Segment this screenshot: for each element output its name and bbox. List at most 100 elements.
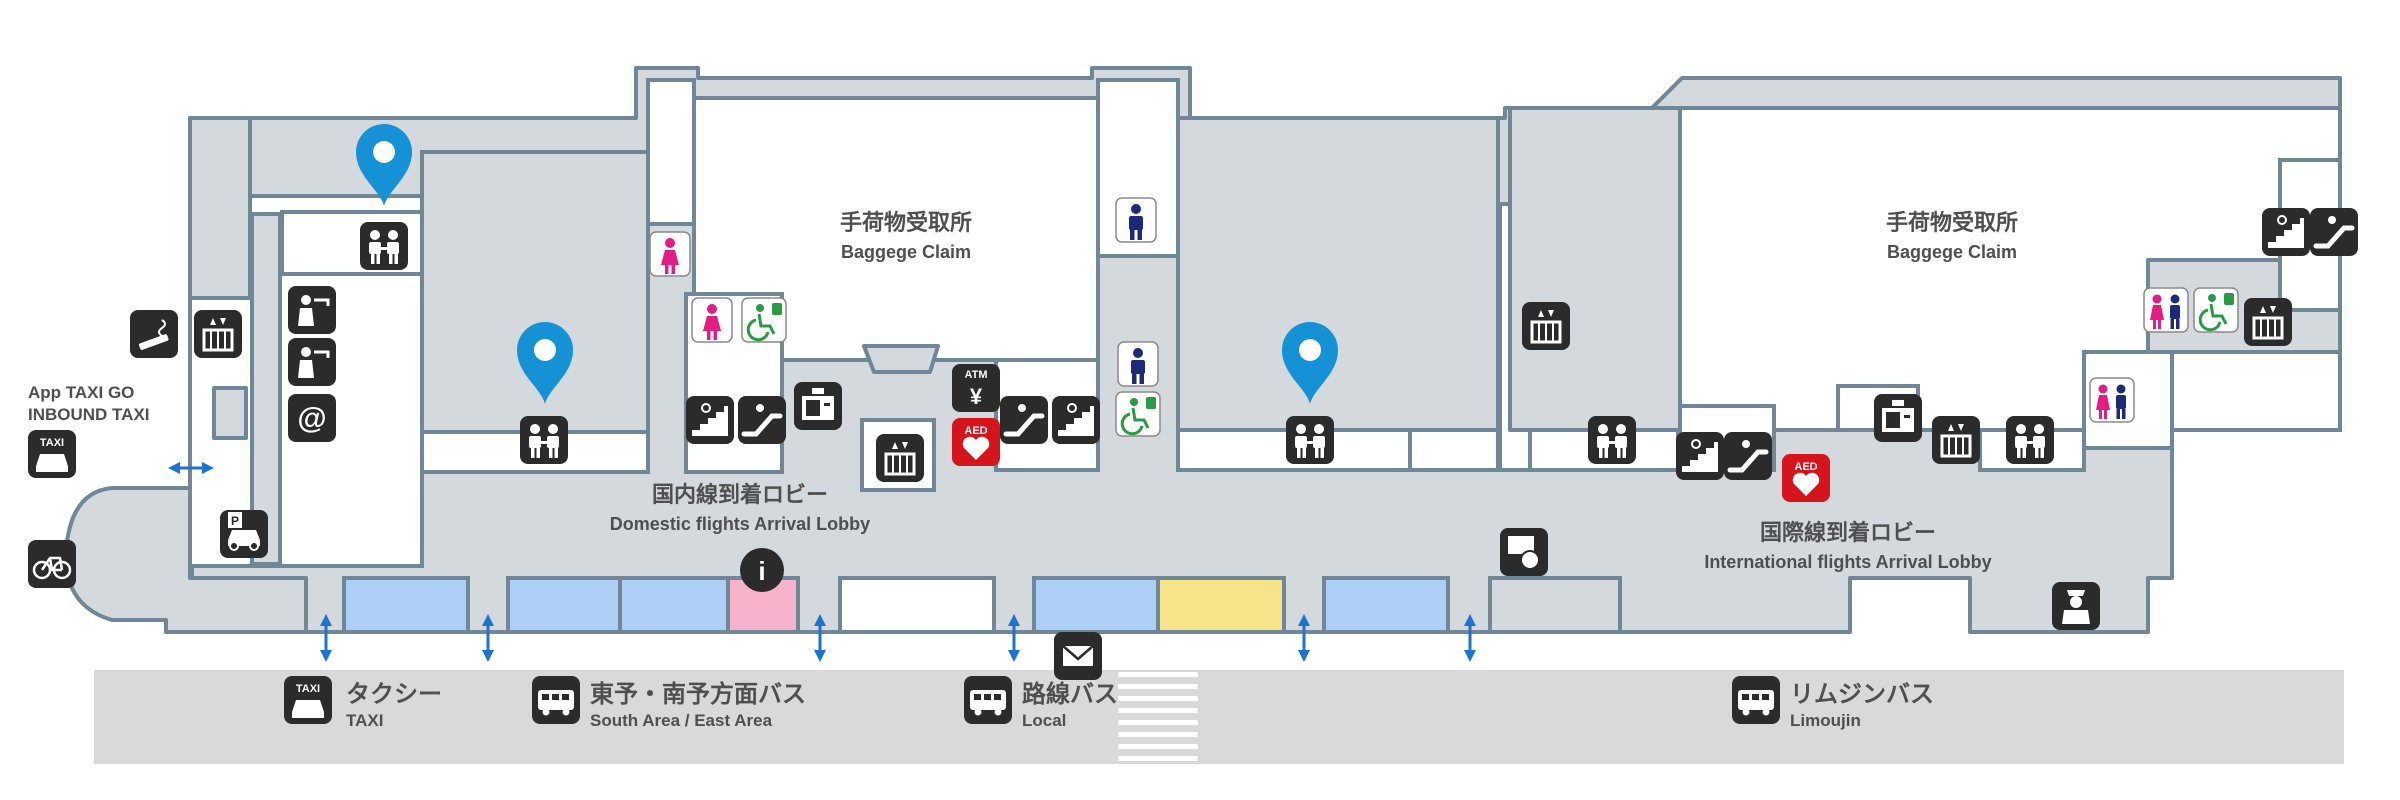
transport-local-bus[interactable]: 路線バス Local: [964, 676, 1118, 730]
shop-grey: [1488, 576, 1622, 634]
stairs-icon[interactable]: [685, 395, 735, 445]
domestic-lounge: [420, 150, 650, 434]
coin-locker-icon[interactable]: [794, 382, 842, 430]
bus-icon: [532, 676, 580, 724]
smoking-area-icon[interactable]: [129, 309, 179, 359]
shop-blue-4: [1032, 576, 1160, 634]
west-room-small: [212, 386, 248, 440]
international-lobby-ja: 国際線到着ロビー: [1760, 520, 1936, 546]
doorway-arrow-icons: [168, 462, 1476, 662]
escalator-icon[interactable]: [2310, 208, 2358, 256]
currency-exchange-icon[interactable]: [1499, 527, 1549, 577]
stairs-icon[interactable]: [2261, 207, 2311, 257]
shop-blue-5: [1322, 576, 1450, 634]
crosswalk: [1118, 672, 1198, 761]
coin-locker-icon[interactable]: [1874, 394, 1922, 442]
restroom-women-icon[interactable]: [649, 231, 691, 277]
accessible-restroom-icon[interactable]: [2192, 286, 2240, 334]
bicycle-parking-icon[interactable]: [26, 538, 78, 590]
elevator-icon[interactable]: [1930, 414, 1982, 466]
waiting-area-icon[interactable]: [2006, 416, 2054, 464]
claim-carousel: [862, 344, 940, 374]
info-desk-icon[interactable]: i: [740, 548, 784, 592]
bus-icon: [1732, 676, 1780, 724]
baggage-claim-international-en: Baggege Claim: [1887, 242, 2017, 262]
mail-postbox-icon[interactable]: [1052, 630, 1104, 682]
international-upper-left: [1508, 106, 1682, 432]
transport-regional-bus[interactable]: 東予・南予方面バス South Area / East Area: [532, 676, 806, 730]
escalator-icon[interactable]: [1724, 432, 1772, 480]
svg-text:P: P: [231, 514, 239, 528]
restroom-icon[interactable]: [2089, 377, 2135, 423]
svg-text:AED: AED: [964, 425, 987, 437]
restroom-men-icon[interactable]: [1117, 341, 1159, 387]
international-lobby-en: International flights Arrival Lobby: [1704, 552, 1991, 572]
app-taxi-icon[interactable]: TAXI: [28, 430, 76, 478]
svg-text:@: @: [297, 402, 326, 435]
washroom-attendant-icon[interactable]: [286, 284, 338, 336]
domestic-lobby-en: Domestic flights Arrival Lobby: [610, 514, 870, 534]
domestic-upper-corridor: [646, 78, 696, 226]
baggage-claim-domestic-en: Baggege Claim: [841, 242, 971, 262]
domestic-east-hall: [1176, 116, 1500, 432]
internet-at-icon[interactable]: @: [288, 394, 336, 442]
stairs-icon[interactable]: [1675, 431, 1725, 481]
transport-taxi[interactable]: TAXI タクシー TAXI: [284, 676, 442, 730]
waiting-area-icon[interactable]: [360, 222, 408, 270]
taxi-icon: TAXI: [284, 676, 332, 724]
app-taxi-line1: App TAXI GO: [28, 383, 134, 402]
concierge-icon[interactable]: [2052, 582, 2100, 630]
elevator-icon[interactable]: [2242, 296, 2294, 348]
transport-local-bus-ja: 路線バス: [1022, 680, 1118, 708]
domestic-east-bottom-b: [1408, 428, 1500, 472]
elevator-icon[interactable]: [874, 432, 926, 484]
shop-blue-2: [506, 576, 622, 634]
svg-text:AED: AED: [1794, 461, 1817, 473]
app-taxi-line2: INBOUND TAXI: [28, 405, 150, 424]
road: [94, 670, 2344, 764]
transport-limousine-bus[interactable]: リムジンバス Limoujin: [1732, 676, 1934, 730]
restroom-icon[interactable]: [2143, 287, 2189, 333]
transport-limousine-bus-en: Limoujin: [1790, 711, 1861, 730]
baggage-claim-domestic-ja: 手荷物受取所: [840, 210, 972, 236]
baggage-claim-international-ja: 手荷物受取所: [1886, 210, 2018, 236]
taxi-call-icon[interactable]: [219, 509, 269, 559]
atm-icon[interactable]: ATM ¥: [952, 364, 1000, 412]
shop-blue-3: [618, 576, 730, 634]
shop-yellow: [1156, 576, 1286, 634]
waiting-area-icon[interactable]: [520, 416, 568, 464]
escalator-icon[interactable]: [738, 396, 786, 444]
shop-white: [838, 576, 996, 634]
parking-marker-icon: P: [228, 512, 242, 528]
shop-blue-1: [342, 576, 470, 634]
accessible-restroom-icon[interactable]: [740, 296, 788, 344]
elevator-icon[interactable]: [192, 308, 244, 360]
washroom-attendant-icon[interactable]: [286, 336, 338, 388]
transport-local-bus-en: Local: [1022, 711, 1066, 730]
aed-icon[interactable]: AED: [1782, 454, 1830, 502]
transport-regional-bus-ja: 東予・南予方面バス: [590, 680, 806, 708]
bus-icon: [964, 676, 1012, 724]
aed-icon[interactable]: AED: [952, 418, 1000, 466]
west-block: [188, 116, 252, 300]
svg-text:TAXI: TAXI: [296, 683, 320, 695]
waiting-area-icon[interactable]: [1588, 416, 1636, 464]
accessible-restroom-icon[interactable]: [1114, 390, 1162, 438]
west-corridor-pillar: [250, 212, 282, 566]
svg-text:ATM: ATM: [964, 369, 987, 381]
restroom-men-icon[interactable]: [1115, 197, 1157, 243]
svg-text:TAXI: TAXI: [40, 437, 64, 449]
domestic-lobby-ja: 国内線到着ロビー: [652, 482, 828, 508]
transport-limousine-bus-ja: リムジンバス: [1790, 680, 1934, 708]
transport-taxi-ja: タクシー: [346, 680, 442, 708]
transport-taxi-en: TAXI: [346, 711, 383, 730]
svg-text:¥: ¥: [970, 384, 983, 409]
svg-text:i: i: [758, 556, 765, 586]
restroom-women-icon[interactable]: [691, 297, 733, 343]
stairs-icon[interactable]: [1051, 395, 1101, 445]
transport-regional-bus-en: South Area / East Area: [590, 711, 773, 730]
waiting-area-icon[interactable]: [1286, 416, 1334, 464]
elevator-icon[interactable]: [1520, 300, 1572, 352]
escalator-icon[interactable]: [1000, 396, 1048, 444]
